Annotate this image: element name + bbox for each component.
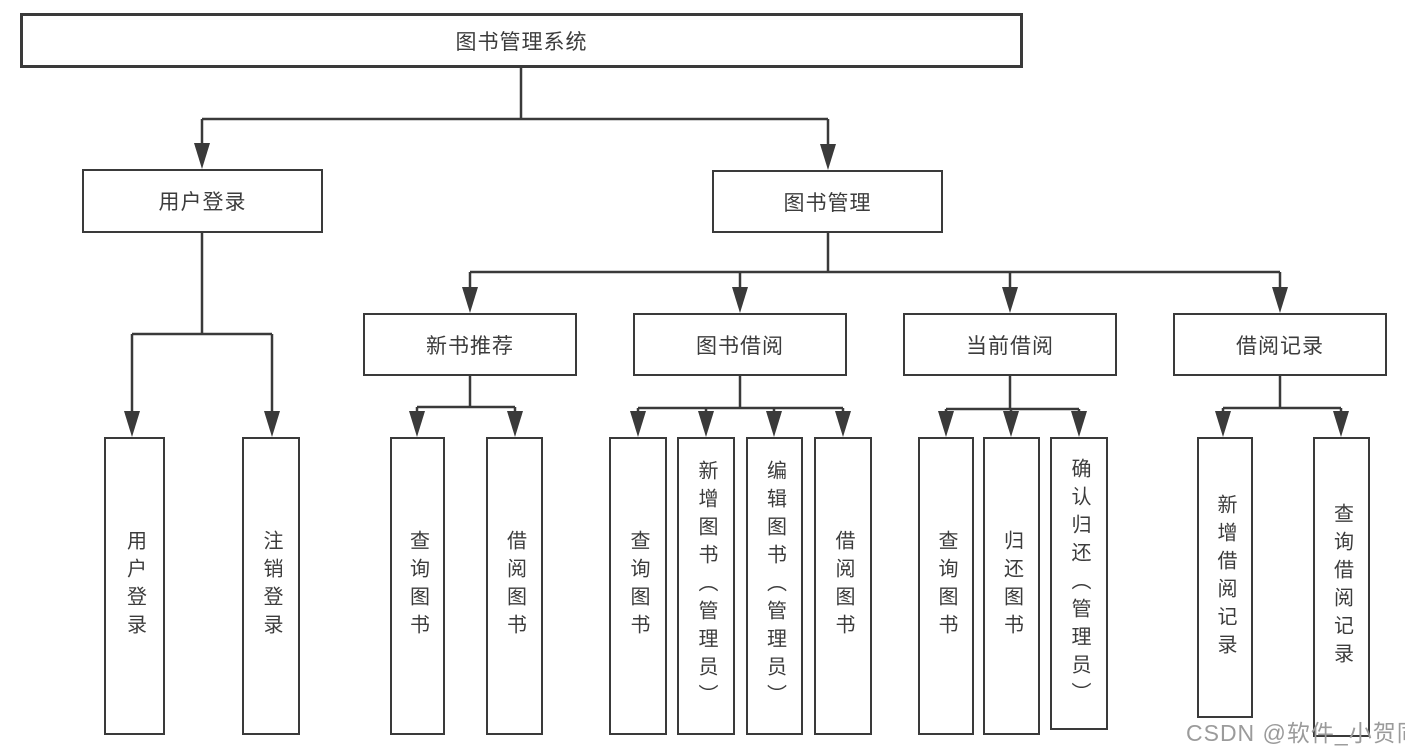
node-new-book-recommend: 新书推荐 bbox=[363, 313, 577, 376]
leaf-add-books-admin: 新增图书（管理员） bbox=[677, 437, 735, 735]
leaf-confirm-return-admin: 确认归还（管理员） bbox=[1050, 437, 1108, 730]
node-borrow-records: 借阅记录 bbox=[1173, 313, 1387, 376]
leaf-query-books-borrowing: 查询图书 bbox=[609, 437, 667, 735]
leaf-add-borrow-record: 新增借阅记录 bbox=[1197, 437, 1253, 718]
leaf-query-books-recommend: 查询图书 bbox=[390, 437, 445, 735]
leaf-borrow-books-recommend: 借阅图书 bbox=[486, 437, 543, 735]
watermark: CSDN @软件_小贺同学 bbox=[1186, 720, 1405, 746]
node-book-borrowing: 图书借阅 bbox=[633, 313, 847, 376]
leaf-user-login: 用户登录 bbox=[104, 437, 165, 735]
node-book-management: 图书管理 bbox=[712, 170, 943, 233]
leaf-borrow-books: 借阅图书 bbox=[814, 437, 872, 735]
arrowheads bbox=[124, 143, 1349, 437]
leaf-return-books: 归还图书 bbox=[983, 437, 1040, 735]
leaf-edit-books-admin: 编辑图书（管理员） bbox=[746, 437, 803, 735]
leaf-query-books-current: 查询图书 bbox=[918, 437, 974, 735]
leaf-logout: 注销登录 bbox=[242, 437, 300, 735]
node-current-borrowing: 当前借阅 bbox=[903, 313, 1117, 376]
node-user-login: 用户登录 bbox=[82, 169, 323, 233]
leaf-query-borrow-record: 查询借阅记录 bbox=[1313, 437, 1370, 737]
node-root: 图书管理系统 bbox=[20, 13, 1023, 68]
